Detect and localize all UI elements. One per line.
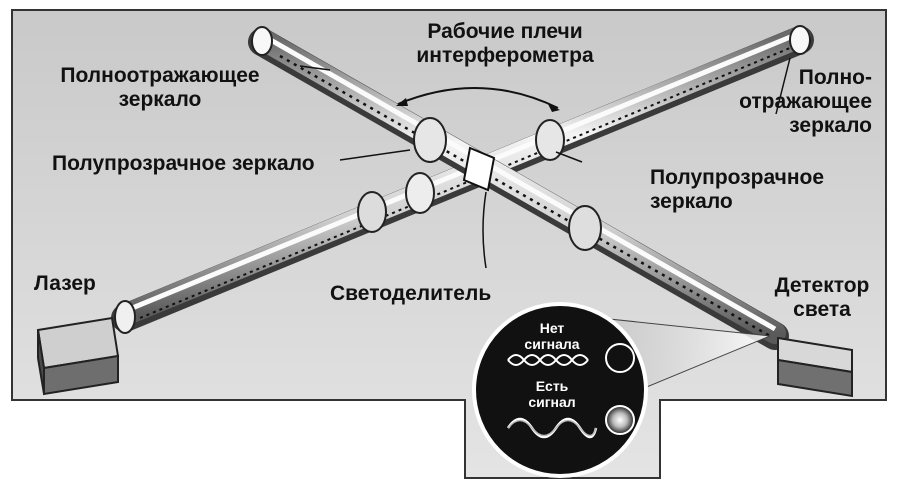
full-mirror-left-label: Полноотражающее зеркало [45,64,275,112]
laser-tube-end [114,300,136,334]
working-arms-line1: Рабочие плечи [427,20,583,43]
no-signal-line2: сигнала [524,336,580,352]
laser-label: Лазер [34,272,96,296]
full-mirror-left [251,26,273,56]
working-arms-label: Рабочие плечи интерферометра [410,20,600,68]
full-mirror-right [789,25,811,55]
no-signal-line1: Нет [539,320,565,336]
full-mirror-left-line2: зеркало [118,88,202,111]
working-arms-line2: интерферометра [416,44,594,67]
signal-inset [472,302,648,478]
working-arms-bracket [397,87,559,109]
signal-line2: сигнал [528,394,576,410]
full-mirror-left-line1: Полноотражающее [60,64,260,87]
beam-splitter [462,146,496,192]
detector-line1: Детектор [774,274,870,297]
semi-mirror-right-line2: зеркало [650,190,733,213]
beam-splitter-text: Светоделитель [330,282,492,305]
detector-box [777,336,853,398]
no-signal-label: Нет сигнала [512,320,592,352]
collars [357,117,602,251]
laser-box [36,316,120,396]
beam-splitter-label: Светоделитель [330,282,491,306]
full-mirror-right-line1: Полно- [798,66,872,89]
full-mirror-right-line3: зеркало [789,114,872,137]
full-mirror-right-label: Полно- отражающее зеркало [720,66,872,138]
signal-line1: Есть [535,378,569,394]
bracket-arrow-left [396,98,408,106]
detector-line2: света [793,298,851,321]
no-signal-indicator [605,343,635,373]
signal-indicator [605,405,635,435]
detector-label: Детектор света [762,274,882,322]
arm-left-mirror-to-detector [248,28,789,350]
out-of-phase-waves [507,354,589,366]
bracket-arrow-right [548,104,560,112]
semi-mirror-right-line1: Полупрозрачное [650,166,825,189]
semi-mirror-right-label: Полупрозрачное зеркало [650,166,824,214]
semi-mirror-left-label: Полупрозрачное зеркало [52,152,315,176]
signal-label: Есть сигнал [512,378,592,410]
pointer-lines [299,57,791,269]
full-mirror-right-line2: отражающее [739,90,872,113]
laser-text: Лазер [34,272,96,295]
semi-mirror-left-text: Полупрозрачное зеркало [52,152,315,175]
